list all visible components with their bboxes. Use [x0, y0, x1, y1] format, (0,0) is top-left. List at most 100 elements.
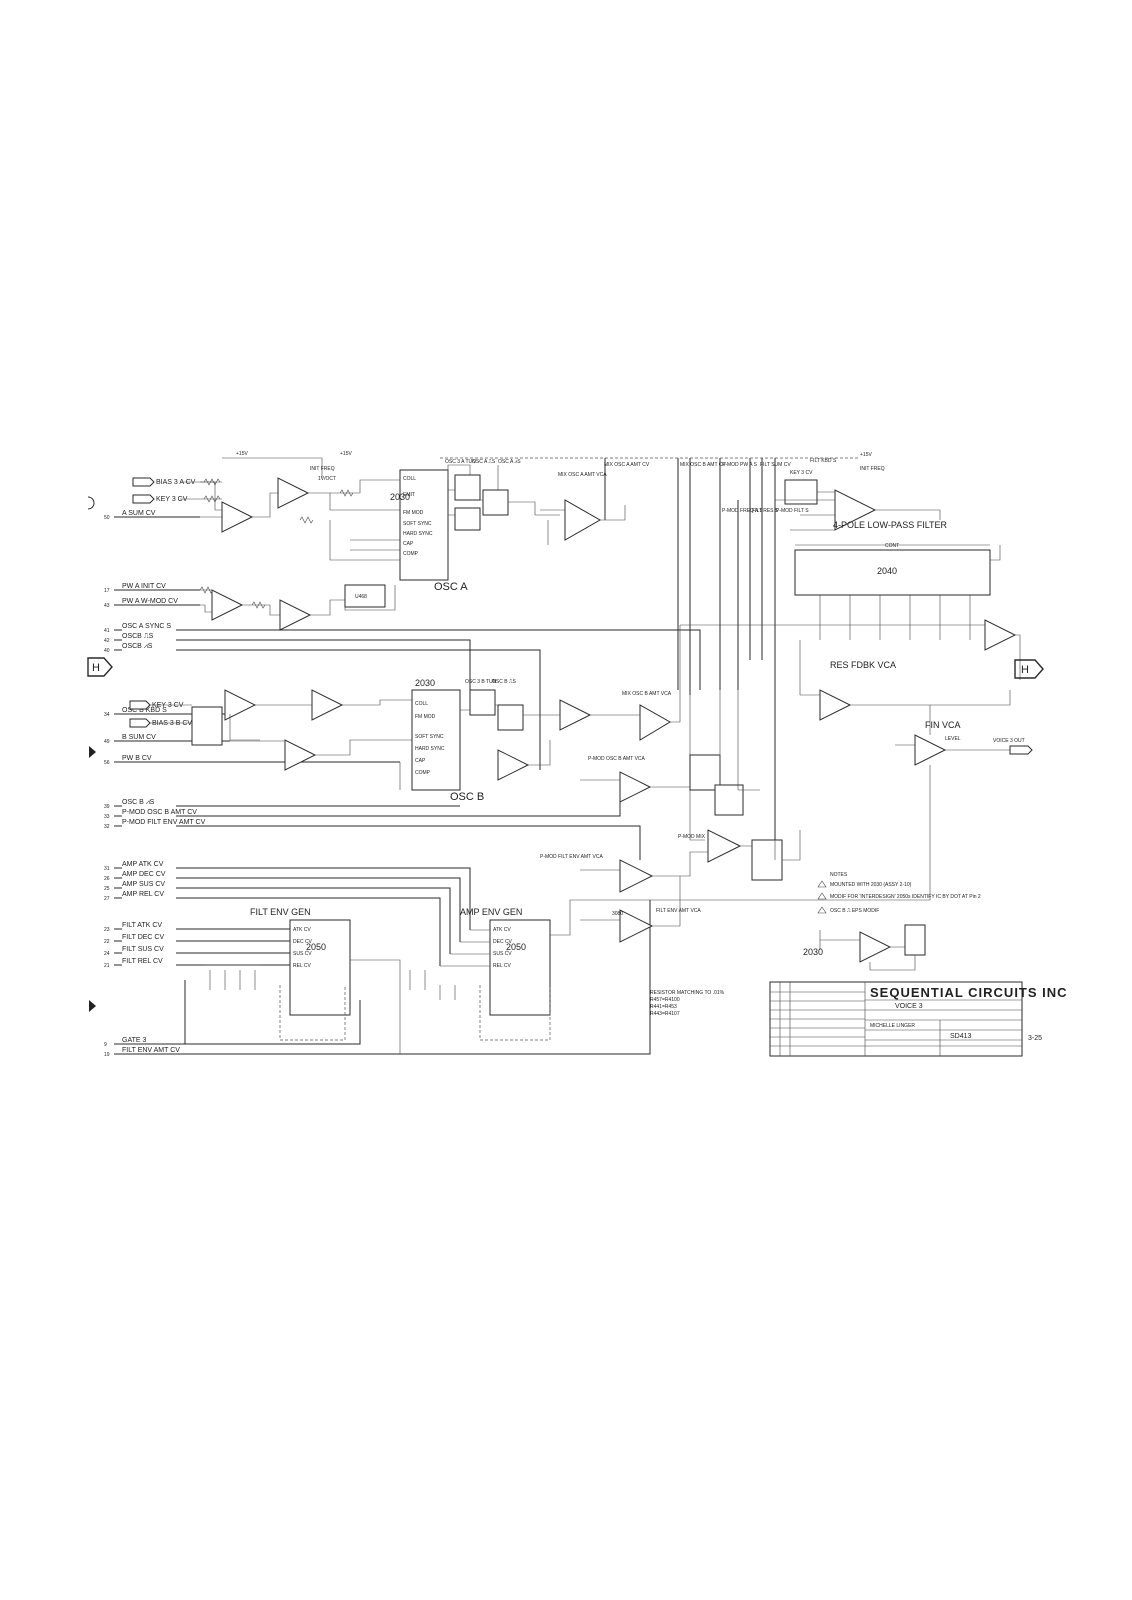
osc-a-label: OSC A	[434, 581, 468, 593]
input-label: FILT ENV AMT CV	[122, 1047, 180, 1054]
filt-env-pin-rel: REL CV	[293, 963, 312, 969]
h-connector-right	[1014, 659, 1044, 679]
osc-b-pin-coll: COLL	[415, 701, 428, 707]
osc-a-pin-fm: FM MOD	[403, 510, 424, 516]
input-pin-number: 42	[104, 638, 110, 644]
input-label: AMP DEC CV	[122, 871, 166, 878]
input-label: OSC B ⩘S	[122, 799, 155, 806]
osc-a-pin-cap: CAP	[403, 541, 414, 547]
input-label: FILT DEC CV	[122, 934, 164, 941]
pwa-opamp-1	[211, 589, 244, 621]
input-pin-number: 32	[104, 824, 110, 830]
pmod-mix-opamp	[707, 829, 742, 863]
input-pin-number: 40	[104, 648, 110, 654]
fin-vca-label: FIN VCA	[925, 720, 961, 730]
osc-a-expo-opamp	[277, 477, 310, 509]
mix-a-vca	[564, 499, 602, 541]
osc-a-supply: +15V	[340, 451, 352, 457]
pmod-osc-b-vca-label: P-MOD OSC B AMT VCA	[588, 756, 646, 762]
top-labels: OSC 3 A TUN OSC A ⎍S OSC A ⩘S MIX OSC A …	[445, 458, 837, 685]
pwb-opamp	[284, 739, 317, 771]
osc-b-chip	[411, 689, 461, 791]
page-number: 3-25	[1028, 1035, 1042, 1042]
top-label-pmod-pw-a: P-MOD PW A S	[722, 462, 758, 468]
input-label: A SUM CV	[122, 510, 156, 517]
filt-env-chip-label: 2050	[306, 942, 326, 952]
amp-env-pin-rel: REL CV	[493, 963, 512, 969]
input-label: AMP REL CV	[122, 891, 164, 898]
bias-b-arrow	[129, 718, 151, 728]
osc-a-pin-hard: HARD SYNC	[403, 531, 433, 537]
filt-env-vca	[619, 909, 654, 943]
osc-b-pin-soft: SOFT SYNC	[415, 734, 444, 740]
company-name: SEQUENTIAL CIRCUITS INC	[870, 985, 1068, 1000]
drawing-no: SD413	[950, 1033, 972, 1040]
h-connector-left	[87, 657, 113, 677]
inset-opamp	[859, 931, 892, 963]
bias-a-label: BIAS 3 A CV	[156, 479, 196, 486]
key-b-arrow	[129, 700, 151, 710]
osc-b-chip-label: 2030	[415, 678, 435, 688]
key-a-arrow	[132, 494, 155, 504]
filter-name: 4-POLE LOW-PASS FILTER	[833, 520, 948, 530]
note-1: MOUNTED WITH 2030 (ASSY 2-10)	[830, 882, 912, 888]
top-label-filt-sum: FILT SUM CV	[760, 462, 791, 468]
voice-out-arrow	[1009, 745, 1033, 755]
note-2: MODIF FOR 'INTERDESIGN' 2050s IDENTIFY I…	[830, 894, 981, 900]
fin-vca	[914, 734, 947, 766]
top-label-osc-a-tun: OSC 3 A TUN	[445, 459, 476, 465]
top-label-key: KEY 3 CV	[790, 470, 813, 476]
top-vertical-drops	[604, 458, 776, 860]
input-pin-number: 41	[104, 628, 110, 634]
mid-label-pmod-freq: P-MOD FREQ A S	[722, 508, 764, 514]
osc-b-switch-2	[497, 704, 524, 731]
filter-chip	[794, 549, 991, 596]
input-label: PW A INIT CV	[122, 583, 166, 590]
osc-a-sum-opamp	[221, 501, 254, 533]
filt-env-vca-chip: 3080	[612, 911, 623, 917]
bias-a-arrow	[132, 477, 155, 487]
filt-env-gen: FILT ENV GEN 2050 ATK CV DEC CV SUS CV R…	[205, 907, 401, 1054]
filt-env-gen-label: FILT ENV GEN	[250, 907, 311, 917]
osc-a-chip	[399, 469, 449, 581]
fin-level-label: LEVEL	[945, 736, 961, 742]
osc-a-small-inputs: BIAS 3 A CV KEY 3 CV	[132, 477, 222, 504]
osc-b-section: 2030 COLL FM MOD SOFT SYNC HARD SYNC CAP…	[150, 625, 705, 841]
key-b-label: KEY 3 CV	[152, 702, 184, 709]
amp-env-pin-atk: ATK CV	[493, 927, 511, 933]
osc-b-top-square: OSC B ⎍S	[492, 679, 516, 685]
filter-section: 4-POLE LOW-PASS FILTER INIT FREQ +15V 20…	[680, 452, 1044, 800]
input-label: OSC A SYNC S	[122, 623, 171, 630]
amp-env-pin-sus: SUS CV	[493, 951, 512, 957]
input-label: OSCB ⩘S	[122, 643, 153, 650]
input-label: FILT ATK CV	[122, 922, 162, 929]
input-label: P-MOD OSC B AMT CV	[122, 809, 197, 816]
resistor-note-3: R443=R4107	[650, 1011, 680, 1017]
res-vca	[819, 689, 852, 721]
mid-label-pmod-filt: P-MOD FILT S	[776, 508, 809, 514]
osc-a-switch-3	[454, 507, 481, 531]
edge-marker-mid	[89, 746, 96, 758]
input-pin-number: 21	[104, 963, 110, 969]
filt-env-pin-atk: ATK CV	[293, 927, 311, 933]
osc-b-buffer-opamp	[559, 699, 592, 731]
pmod-section: P-MOD MIX P-MOD FILT ENV AMT VCA FILT EN…	[540, 690, 801, 943]
filt-env-pin-sus: SUS CV	[293, 951, 312, 957]
resistor-note-1: R457=R4100	[650, 997, 680, 1003]
h-connector-right-label: H	[1021, 664, 1029, 676]
h-connector-left-label: H	[92, 662, 100, 674]
amp-env-chip	[489, 919, 551, 1016]
input-label: P-MOD FILT ENV AMT CV	[122, 819, 206, 826]
input-label: PW A W-MOD CV	[122, 598, 178, 605]
input-pin-number: 39	[104, 804, 110, 810]
pwa-opamp-2	[279, 599, 312, 631]
pwa-comparator	[344, 584, 386, 608]
input-label: OSC B KBD S	[122, 707, 167, 714]
input-pin-number: 49	[104, 739, 110, 745]
input-label: PW B CV	[122, 755, 152, 762]
osc-b-switch-1	[469, 689, 496, 716]
input-pin-number: 31	[104, 866, 110, 872]
input-pin-number: 24	[104, 951, 110, 957]
osc-a-chip-label: 2030	[390, 492, 410, 502]
